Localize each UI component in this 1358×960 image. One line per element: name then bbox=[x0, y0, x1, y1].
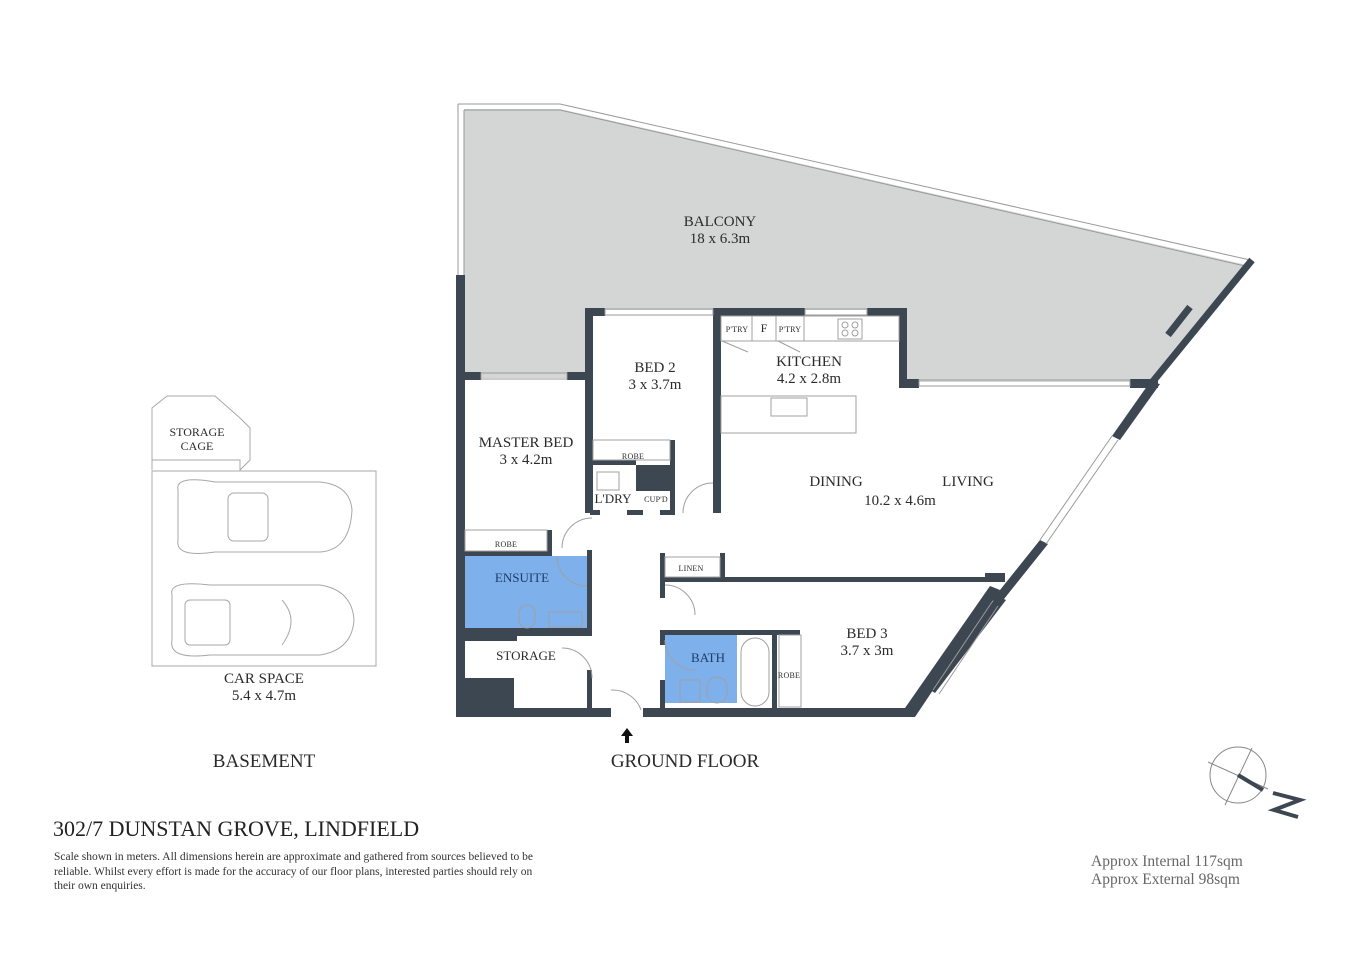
area-summary: Approx Internal 117sqm Approx External 9… bbox=[1091, 853, 1243, 889]
kitchen-label: KITCHEN 4.2 x 2.8m bbox=[776, 354, 842, 389]
balcony-label: BALCONY 18 x 6.3m bbox=[684, 214, 757, 249]
ensuite-label: ENSUITE bbox=[494, 570, 550, 585]
storage-cage-label: STORAGE CAGE bbox=[169, 425, 225, 454]
compass-icon bbox=[1207, 746, 1307, 819]
room-name: MASTER BED bbox=[478, 435, 574, 451]
living-label: LIVING bbox=[942, 474, 994, 490]
room-name: CAGE bbox=[180, 438, 214, 453]
living-size: 10.2 x 4.6m bbox=[864, 493, 936, 509]
fixtures bbox=[464, 315, 900, 711]
linen-label: LINEN bbox=[678, 564, 704, 573]
walls bbox=[456, 275, 1160, 717]
fridge-label: F bbox=[760, 321, 768, 335]
room-name: BED 2 bbox=[634, 360, 676, 376]
room-name: BALCONY bbox=[683, 214, 757, 230]
storage-label: STORAGE bbox=[496, 648, 556, 663]
master-bed-label: MASTER BED 3 x 4.2m bbox=[479, 435, 574, 470]
entry-arrow-icon bbox=[621, 728, 633, 743]
room-name: KITCHEN bbox=[776, 354, 842, 370]
dining-label: DINING bbox=[809, 474, 863, 490]
car-space-label: CAR SPACE 5.4 x 4.7m bbox=[224, 671, 304, 706]
room-size: 18 x 6.3m bbox=[689, 231, 751, 248]
room-size: 5.4 x 4.7m bbox=[231, 688, 297, 705]
room-size: 3 x 3.7m bbox=[628, 377, 682, 394]
room-name: CAR SPACE bbox=[224, 671, 304, 687]
robe-label: ROBE bbox=[494, 540, 518, 549]
area-external: Approx External 98sqm bbox=[1091, 871, 1240, 888]
bath-label: BATH bbox=[691, 650, 725, 665]
room-size: 3 x 4.2m bbox=[499, 452, 553, 469]
laundry-label: L'DRY bbox=[594, 491, 632, 506]
bed3-label: BED 3 3.7 x 3m bbox=[841, 626, 894, 661]
robe-label: ROBE bbox=[777, 671, 801, 680]
pantry-label: P'TRY bbox=[725, 325, 749, 334]
basement-drawing bbox=[151, 395, 377, 667]
cupboard-label: CUP'D bbox=[644, 495, 668, 504]
room-name: STORAGE bbox=[169, 425, 225, 439]
room-size: 3.7 x 3m bbox=[840, 643, 894, 660]
robe-label: ROBE bbox=[621, 452, 645, 461]
area-internal: Approx Internal 117sqm bbox=[1091, 853, 1243, 870]
room-name: BED 3 bbox=[846, 626, 888, 642]
ground-floor-label: GROUND FLOOR bbox=[610, 751, 760, 772]
wet-areas bbox=[465, 556, 737, 703]
property-address: 302/7 DUNSTAN GROVE, LINDFIELD bbox=[53, 816, 420, 841]
basement-floor-label: BASEMENT bbox=[212, 751, 316, 772]
bed2-label: BED 2 3 x 3.7m bbox=[629, 360, 682, 395]
windows bbox=[480, 308, 1131, 695]
pantry-label: P'TRY bbox=[778, 325, 802, 334]
room-size: 4.2 x 2.8m bbox=[776, 371, 842, 388]
disclaimer-text: Scale shown in meters. All dimensions he… bbox=[54, 851, 534, 892]
balcony-area bbox=[457, 103, 1255, 388]
